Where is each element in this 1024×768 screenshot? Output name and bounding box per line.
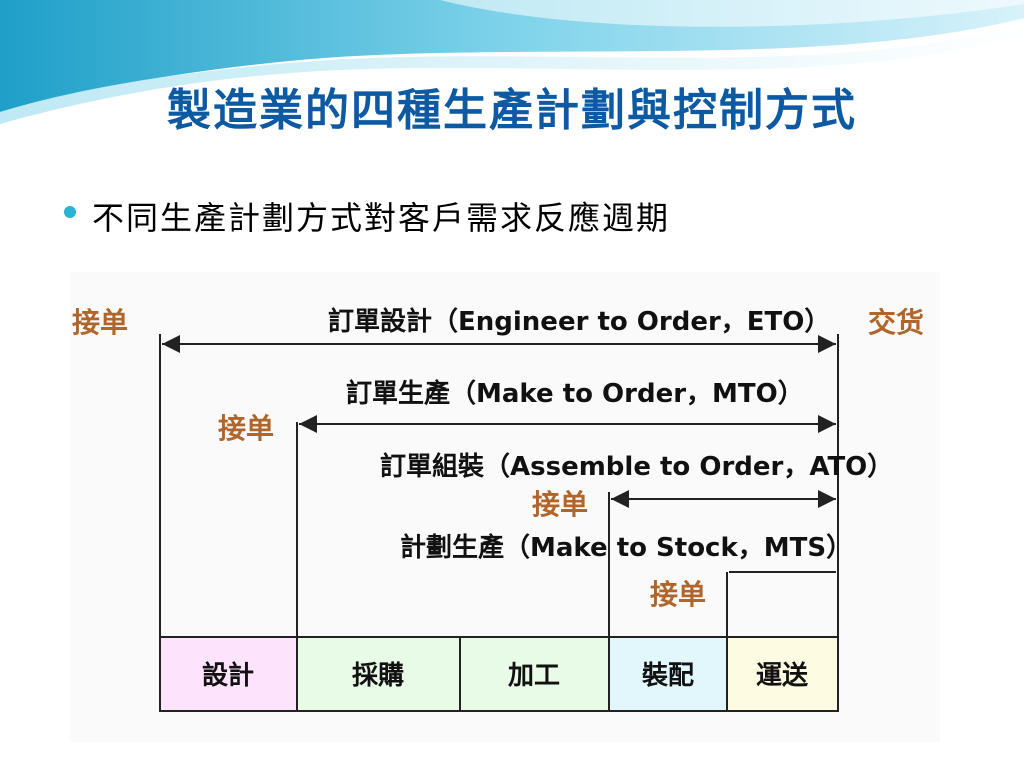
order-label-mts: 接单 bbox=[650, 578, 706, 611]
planning-method-diagram: 訂單設計（Engineer to Order，ETO） 訂單生產（Make to… bbox=[72, 306, 924, 712]
method-label-eto: 訂單設計（Engineer to Order，ETO） bbox=[328, 306, 830, 337]
stage-cell-assembly bbox=[608, 636, 728, 712]
stage-cell-purchasing bbox=[296, 636, 461, 712]
process-stage-bar: 設計 採購 加工 裝配 運送 bbox=[159, 636, 839, 712]
slide-title: 製造業的四種生產計劃與控制方式 bbox=[167, 85, 857, 136]
stage-label-design: 設計 bbox=[202, 660, 254, 691]
method-label-mto: 訂單生產（Make to Order，MTO） bbox=[346, 378, 804, 409]
stage-label-purchasing: 採購 bbox=[352, 661, 404, 691]
stage-cell-design bbox=[159, 636, 298, 712]
diagram-panel: 訂單設計（Engineer to Order，ETO） 訂單生產（Make to… bbox=[70, 272, 940, 742]
stage-label-processing: 加工 bbox=[508, 661, 560, 691]
header-wave-decoration bbox=[0, 0, 1024, 124]
bullet-dot-icon bbox=[64, 206, 76, 218]
stage-cell-processing bbox=[459, 636, 610, 712]
order-label-mto: 接单 bbox=[218, 412, 274, 445]
stage-cell-shipping bbox=[726, 636, 839, 712]
order-label-ato: 接单 bbox=[532, 488, 588, 521]
order-label-eto: 接单 bbox=[72, 306, 128, 339]
method-label-ato: 訂單組裝（Assemble to Order，ATO） bbox=[380, 451, 893, 482]
stage-label-shipping: 運送 bbox=[756, 661, 808, 691]
delivery-label: 交货 bbox=[868, 306, 924, 339]
bullet-text: 不同生產計劃方式對客戶需求反應週期 bbox=[92, 199, 671, 237]
stage-label-assembly: 裝配 bbox=[642, 661, 694, 691]
method-label-mts: 計劃生產（Make to Stock，MTS） bbox=[400, 532, 852, 563]
